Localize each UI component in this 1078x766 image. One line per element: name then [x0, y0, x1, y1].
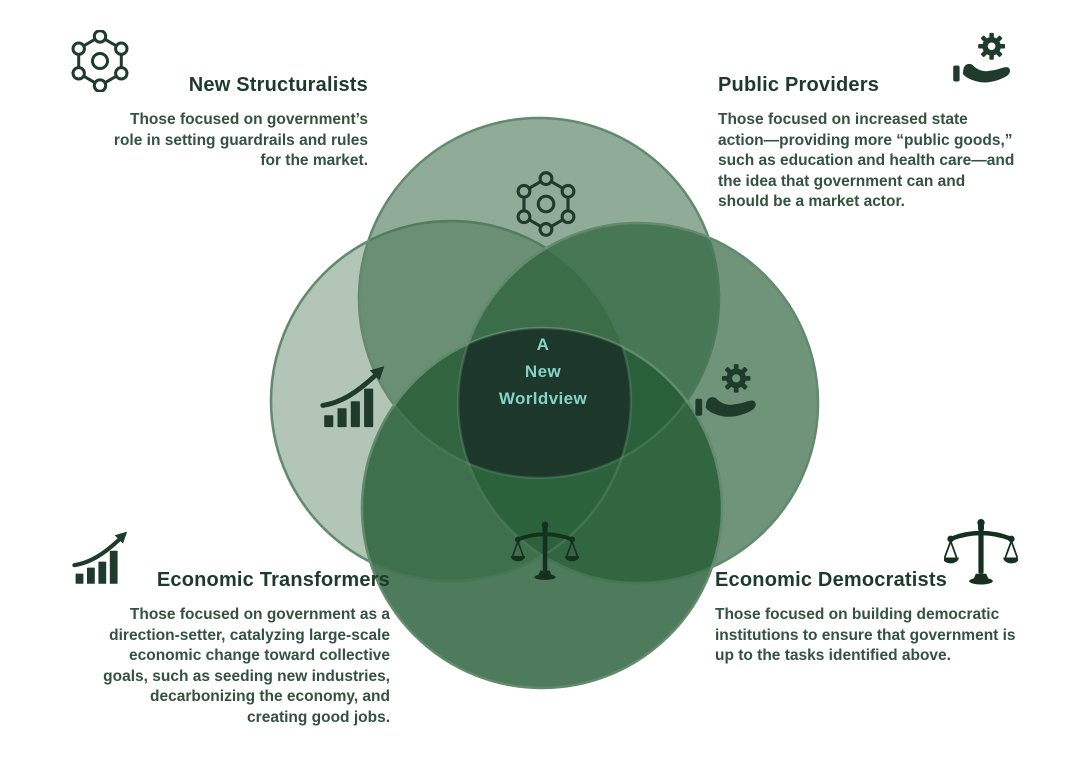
scales-icon [944, 518, 1018, 585]
growth-chart-icon [72, 531, 128, 584]
description-line: economic change toward collective [129, 647, 390, 665]
section-description: Those focused on government’s role in se… [38, 110, 368, 172]
molecule-icon [516, 171, 576, 237]
description-line: role in setting guardrails and rules [113, 131, 368, 149]
description-line: Those focused on government’s [130, 111, 368, 128]
section-description: Those focused on government as a directi… [50, 605, 390, 729]
center-label-line: A [537, 335, 550, 354]
hand-holding-gear-icon [695, 364, 756, 417]
section-title: Economic Transformers [156, 569, 390, 591]
section-description: Those focused on building democratic ins… [715, 605, 1055, 667]
overlay-arcs [269, 116, 820, 690]
description-line: institutions to ensure that government i… [715, 626, 1016, 644]
section-new-structuralists: New Structuralists Those focused on gove… [38, 74, 368, 172]
center-label-line: New [525, 362, 562, 381]
section-title: New Structuralists [188, 74, 368, 96]
description-line: action—providing more “public goods,” [718, 131, 1013, 149]
description-line: Those focused on government as a [129, 606, 390, 623]
description-line: for the market. [260, 152, 368, 170]
scales-icon [510, 521, 580, 581]
description-line: goals, such as seeding new industries, [103, 667, 390, 685]
description-line: Those focused on building democratic [715, 606, 1000, 623]
section-title: Economic Democratists [715, 569, 948, 591]
growth-chart-icon [320, 366, 385, 428]
center-label: A New Worldview [499, 335, 588, 408]
section-description: Those focused on increased state action—… [718, 110, 1030, 213]
hand-holding-gear-icon [953, 32, 1011, 83]
section-economic-transformers: Economic Transformers Those focused on g… [50, 569, 390, 729]
center-label-line: Worldview [499, 389, 588, 408]
description-line: creating good jobs. [247, 708, 390, 726]
description-line: up to the tasks identified above. [715, 647, 951, 665]
molecule-icon [71, 30, 129, 92]
description-line: should be a market actor. [718, 193, 905, 211]
description-line: decarbonizing the economy, and [150, 688, 390, 706]
description-line: the idea that government can and [718, 172, 966, 190]
section-title: Public Providers [718, 74, 880, 96]
description-line: Those focused on increased state [718, 111, 968, 128]
section-public-providers: Public Providers Those focused on increa… [718, 74, 1030, 213]
section-economic-democratists: Economic Democratists Those focused on b… [715, 569, 1055, 667]
description-line: direction-setter, catalyzing large-scale [109, 626, 390, 644]
description-line: such as education and health care—and [718, 152, 1015, 170]
